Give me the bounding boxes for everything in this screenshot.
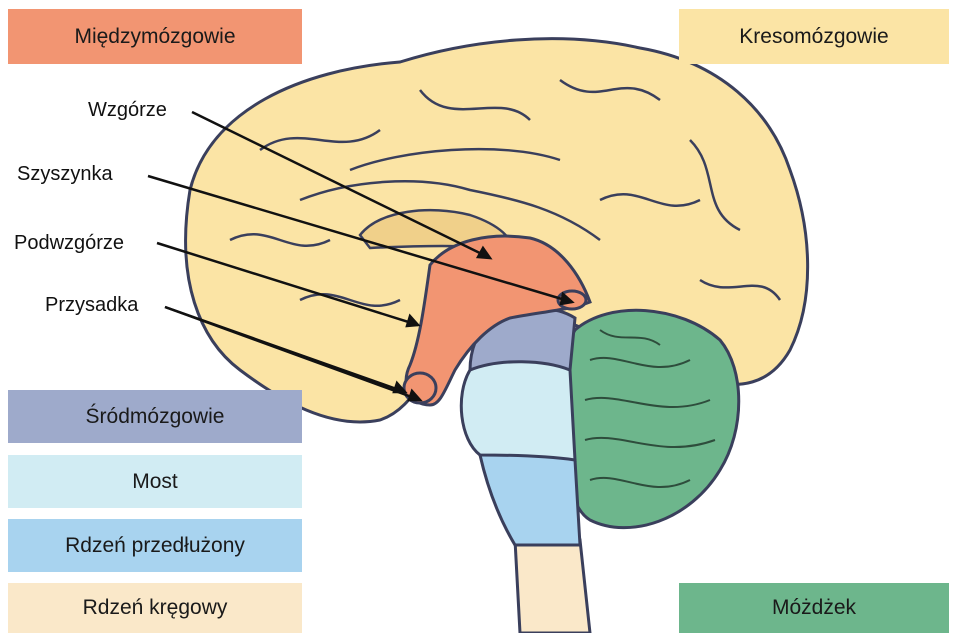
legend-telencephalon-label: Kresomózgowie [739,25,888,49]
legend-midbrain: Śródmózgowie [8,390,302,443]
callout-pituitary: Przysadka [45,294,138,317]
legend-diencephalon-label: Międzymózgowie [74,25,235,49]
medulla-region [480,452,580,545]
legend-pons-label: Most [132,470,178,494]
legend-cerebellum: Móżdżek [679,583,949,633]
spinal-cord-region [515,540,590,633]
pons-region [461,361,575,460]
callout-hypothalamus: Podwzgórze [14,232,124,255]
legend-spinal-cord-label: Rdzeń kręgowy [83,596,228,620]
legend-diencephalon: Międzymózgowie [8,9,302,64]
cerebellum-region [563,310,738,527]
legend-telencephalon: Kresomózgowie [679,9,949,64]
legend-spinal-cord: Rdzeń kręgowy [8,583,302,633]
legend-medulla: Rdzeń przedłużony [8,519,302,572]
legend-cerebellum-label: Móżdżek [772,596,856,620]
legend-pons: Most [8,455,302,508]
legend-medulla-label: Rdzeń przedłużony [65,534,245,558]
callout-pineal: Szyszynka [17,163,113,186]
legend-midbrain-label: Śródmózgowie [86,405,225,429]
callout-thalamus: Wzgórze [88,99,167,122]
